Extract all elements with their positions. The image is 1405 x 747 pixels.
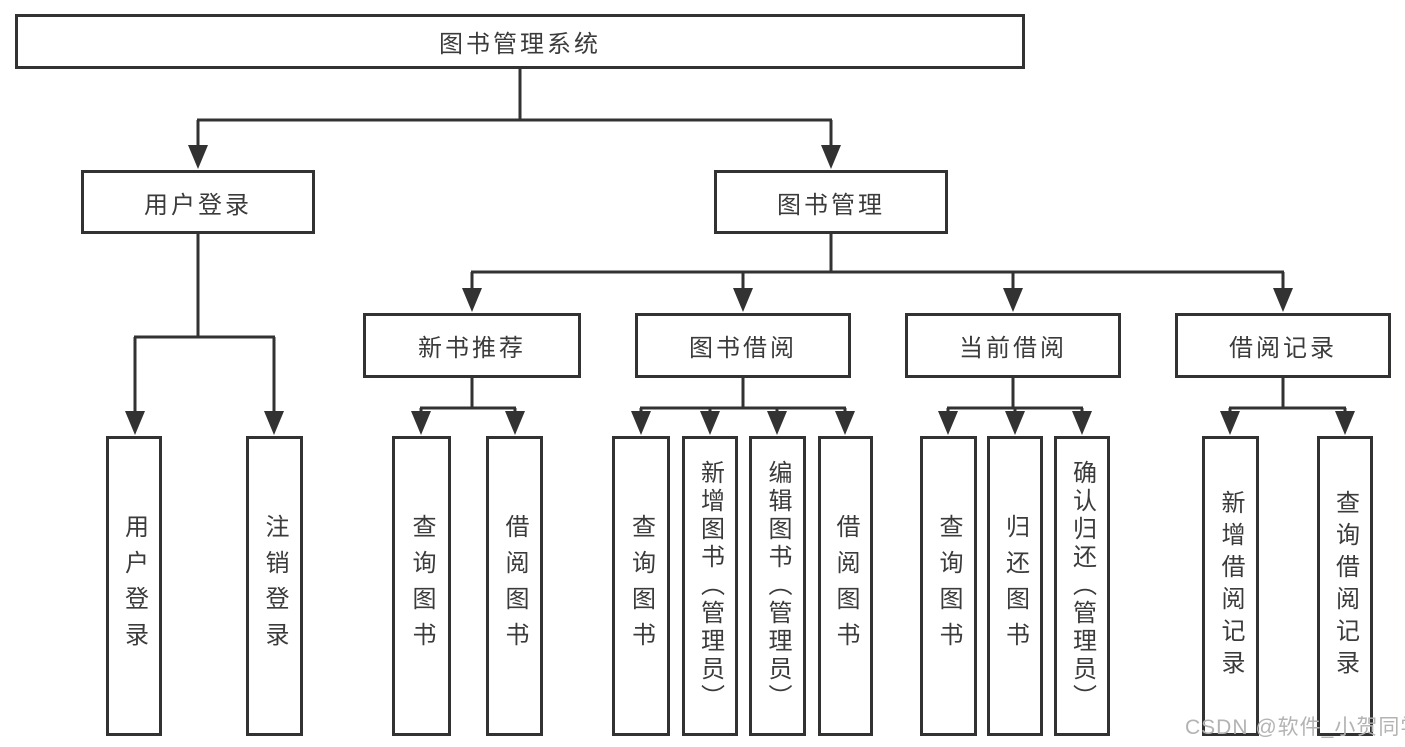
leaf-user-login: 用户登录 [106,436,162,736]
node-borrowing-records: 借阅记录 [1175,313,1391,378]
leaf-user-login-label: 用户登录 [120,514,148,658]
leaf-cb-confirm-return-admin-label: 确认归还（管理员） [1068,460,1096,712]
node-book-borrowing-label: 图书借阅 [689,335,797,362]
leaf-bb-edit-books-admin: 编辑图书（管理员） [749,436,806,736]
node-user-login-label: 用户登录 [144,191,252,219]
node-book-management-label: 图书管理 [777,191,885,219]
leaf-br-add-record-label: 新增借阅记录 [1217,490,1244,682]
leaf-bb-add-books-admin-label: 新增图书（管理员） [696,460,724,712]
leaf-bb-query-books-label: 查询图书 [627,514,655,658]
leaf-nb-borrow-books: 借阅图书 [486,436,543,736]
leaf-br-query-record-label: 查询借阅记录 [1331,490,1359,682]
leaf-logout-label: 注销登录 [261,514,288,658]
leaf-br-add-record: 新增借阅记录 [1202,436,1259,736]
leaf-nb-query-books: 查询图书 [392,436,451,736]
node-new-book-recommendation: 新书推荐 [363,313,581,378]
node-new-book-recommendation-label: 新书推荐 [418,335,526,362]
node-book-management: 图书管理 [714,170,948,234]
node-root-label: 图书管理系统 [439,31,601,58]
leaf-nb-borrow-books-label: 借阅图书 [501,514,528,658]
leaf-nb-query-books-label: 查询图书 [408,514,435,658]
leaf-cb-return-books-label: 归还图书 [1001,514,1029,658]
node-borrowing-records-label: 借阅记录 [1229,335,1337,362]
leaf-bb-borrow-books-label: 借阅图书 [832,514,859,658]
node-current-borrowing-label: 当前借阅 [959,335,1067,362]
leaf-cb-query-books: 查询图书 [920,436,977,736]
watermark: CSDN @软件_小贺同学 [1185,716,1405,739]
leaf-bb-edit-books-admin-label: 编辑图书（管理员） [764,460,791,712]
leaf-cb-return-books: 归还图书 [987,436,1043,736]
node-book-borrowing: 图书借阅 [635,313,851,378]
leaf-bb-borrow-books: 借阅图书 [818,436,873,736]
leaf-bb-query-books: 查询图书 [612,436,670,736]
leaf-bb-add-books-admin: 新增图书（管理员） [682,436,738,736]
leaf-cb-confirm-return-admin: 确认归还（管理员） [1054,436,1110,736]
node-current-borrowing: 当前借阅 [905,313,1121,378]
node-user-login: 用户登录 [81,170,315,234]
node-root-system: 图书管理系统 [15,14,1025,69]
leaf-br-query-record: 查询借阅记录 [1317,436,1373,736]
leaf-cb-query-books-label: 查询图书 [935,514,962,658]
leaf-logout: 注销登录 [246,436,303,736]
